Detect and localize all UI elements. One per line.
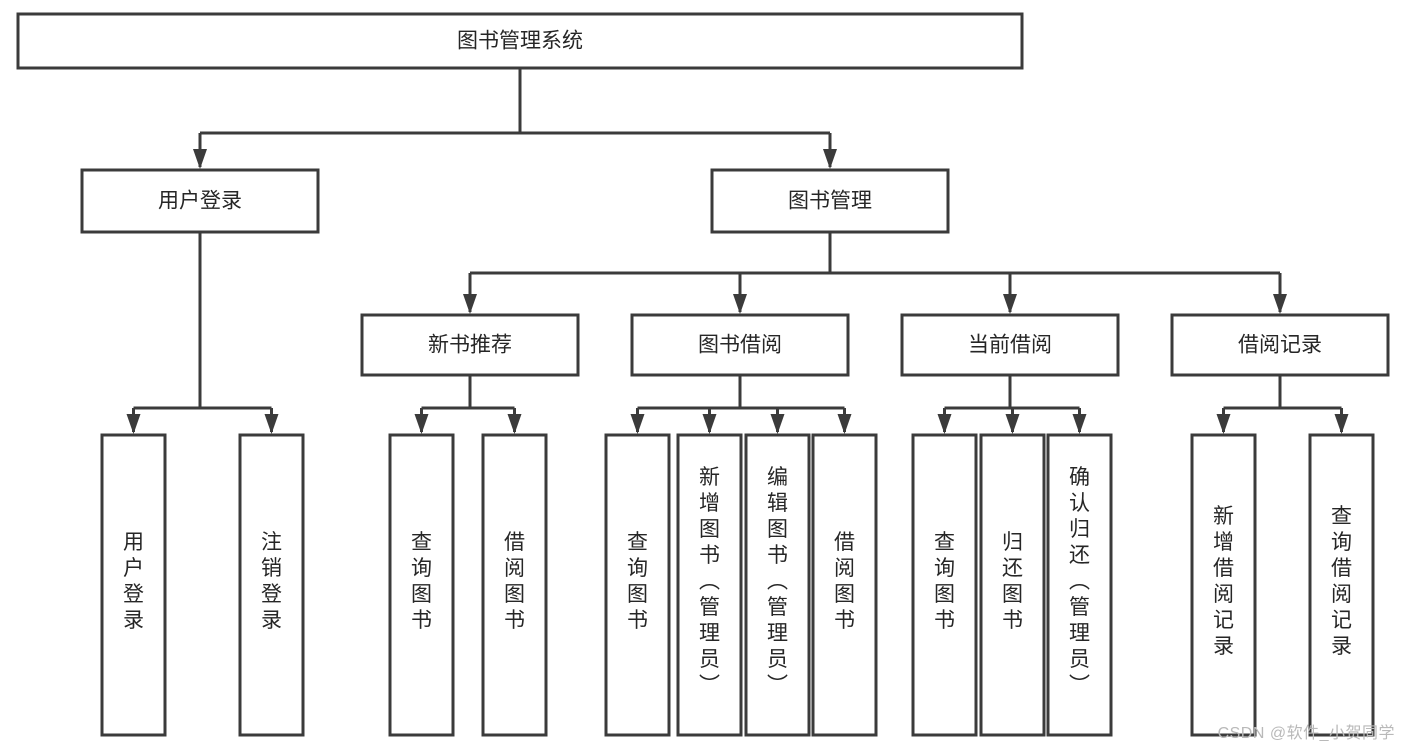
node-return-book-rect <box>979 433 1046 737</box>
arrow-head-icon-borrow-record <box>1273 294 1287 314</box>
node-user-login-label: 用户登录 <box>158 190 242 213</box>
arrow-head-icon-borrow-book-2 <box>837 414 852 434</box>
arrow-head-icon-current-borrow <box>1003 294 1017 314</box>
node-query-borrow-record[interactable]: 查询借阅记录 <box>1308 433 1375 737</box>
node-borrow-book-1-rect <box>481 433 548 737</box>
node-user-logout-label: 注销登录 <box>261 531 282 632</box>
node-book-management-rect <box>710 168 950 234</box>
arrow-head-icon-user-logout <box>264 414 279 434</box>
arrow-head-icon-book-management <box>823 149 837 169</box>
node-query-book-1-rect <box>388 433 455 737</box>
nodes-layer: 图书管理系统用户登录图书管理用户登录注销登录新书推荐查询图书借阅图书图书借阅查询… <box>16 12 1390 737</box>
node-query-book-3[interactable]: 查询图书 <box>911 433 978 737</box>
node-borrow-record-label: 借阅记录 <box>1238 334 1322 357</box>
node-borrow-book-2[interactable]: 借阅图书 <box>811 433 878 737</box>
arrow-head-icon-new-book-recommend <box>463 294 477 314</box>
node-add-book-admin-rect <box>676 433 743 737</box>
node-query-book-2[interactable]: 查询图书 <box>604 433 671 737</box>
node-book-management[interactable]: 图书管理 <box>710 168 950 234</box>
arrow-head-icon-query-book-2 <box>630 414 645 434</box>
node-root[interactable]: 图书管理系统 <box>16 12 1024 70</box>
node-user-login[interactable]: 用户登录 <box>80 168 320 234</box>
node-return-book-label: 归还图书 <box>1002 531 1023 632</box>
node-query-book-3-rect <box>911 433 978 737</box>
node-borrow-book-2-rect <box>811 433 878 737</box>
node-root-rect <box>16 12 1024 70</box>
node-current-borrow-label: 当前借阅 <box>968 334 1052 357</box>
node-user-login-do-rect <box>100 433 167 737</box>
node-root-label: 图书管理系统 <box>457 30 583 53</box>
node-confirm-return-admin-rect <box>1046 433 1113 737</box>
node-new-book-recommend[interactable]: 新书推荐 <box>360 313 580 377</box>
node-book-borrow-label: 图书借阅 <box>698 334 782 357</box>
node-add-borrow-record-label: 新增借阅记录 <box>1213 505 1234 658</box>
node-add-borrow-record-rect <box>1190 433 1257 737</box>
node-borrow-record-rect <box>1170 313 1390 377</box>
node-add-book-admin-label: 新增图书︵管理员︶ <box>699 466 720 697</box>
node-confirm-return-admin[interactable]: 确认归还︵管理员︶ <box>1046 433 1113 737</box>
node-edit-book-admin[interactable]: 编辑图书︵管理员︶ <box>744 433 811 737</box>
arrow-head-icon-add-borrow-record <box>1216 414 1231 434</box>
node-query-book-3-label: 查询图书 <box>934 531 955 632</box>
arrow-head-icon-user-login <box>193 149 207 169</box>
node-query-borrow-record-label: 查询借阅记录 <box>1331 505 1352 658</box>
node-user-login-rect <box>80 168 320 234</box>
node-query-book-2-label: 查询图书 <box>627 531 648 632</box>
arrow-head-icon-query-book-3 <box>937 414 952 434</box>
arrow-head-icon-edit-book-admin <box>770 414 785 434</box>
arrow-head-icon-query-book-1 <box>414 414 429 434</box>
node-borrow-book-1[interactable]: 借阅图书 <box>481 433 548 737</box>
node-borrow-book-1-label: 借阅图书 <box>504 531 525 632</box>
arrow-head-icon-return-book <box>1005 414 1020 434</box>
arrow-head-icon-borrow-book-1 <box>507 414 522 434</box>
arrow-head-icon-book-borrow <box>733 294 747 314</box>
node-confirm-return-admin-label: 确认归还︵管理员︶ <box>1069 466 1090 697</box>
node-borrow-record[interactable]: 借阅记录 <box>1170 313 1390 377</box>
node-book-management-label: 图书管理 <box>788 190 872 213</box>
node-new-book-recommend-label: 新书推荐 <box>428 334 512 357</box>
node-book-borrow[interactable]: 图书借阅 <box>630 313 850 377</box>
node-borrow-book-2-label: 借阅图书 <box>834 531 855 632</box>
arrow-head-icon-user-login-do <box>126 414 141 434</box>
node-add-borrow-record[interactable]: 新增借阅记录 <box>1190 433 1257 737</box>
connectors-layer <box>126 68 1349 434</box>
node-user-login-do[interactable]: 用户登录 <box>100 433 167 737</box>
node-current-borrow-rect <box>900 313 1120 377</box>
node-edit-book-admin-label: 编辑图书︵管理员︶ <box>767 466 788 697</box>
node-return-book[interactable]: 归还图书 <box>979 433 1046 737</box>
node-query-book-2-rect <box>604 433 671 737</box>
node-book-borrow-rect <box>630 313 850 377</box>
node-current-borrow[interactable]: 当前借阅 <box>900 313 1120 377</box>
node-query-book-1[interactable]: 查询图书 <box>388 433 455 737</box>
arrow-head-icon-confirm-return-admin <box>1072 414 1087 434</box>
node-query-book-1-label: 查询图书 <box>411 531 432 632</box>
node-edit-book-admin-rect <box>744 433 811 737</box>
csdn-watermark: CSDN @软件_小贺同学 <box>1217 725 1395 742</box>
node-query-borrow-record-rect <box>1308 433 1375 737</box>
node-new-book-recommend-rect <box>360 313 580 377</box>
node-user-logout[interactable]: 注销登录 <box>238 433 305 737</box>
node-user-logout-rect <box>238 433 305 737</box>
arrow-head-icon-query-borrow-record <box>1334 414 1349 434</box>
arrow-head-icon-add-book-admin <box>702 414 717 434</box>
node-add-book-admin[interactable]: 新增图书︵管理员︶ <box>676 433 743 737</box>
node-user-login-do-label: 用户登录 <box>123 531 144 632</box>
